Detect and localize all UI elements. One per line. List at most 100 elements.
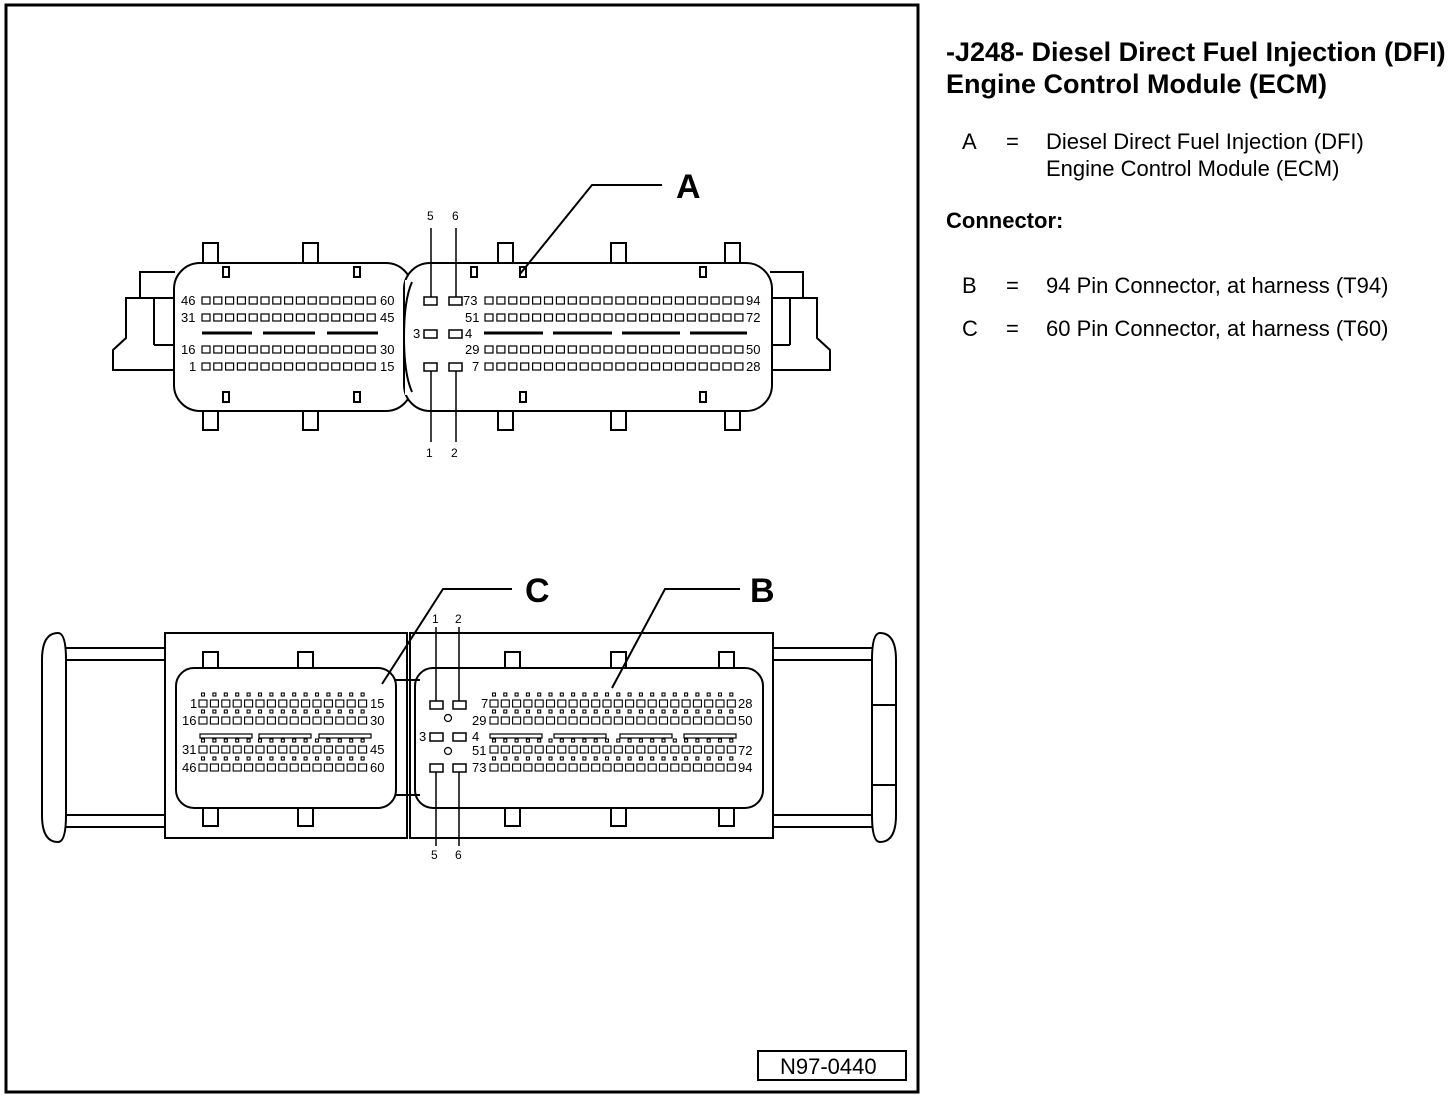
pin-cavity xyxy=(354,296,364,305)
pin-cavity xyxy=(319,362,329,371)
pin-number-label: 6 xyxy=(455,848,462,862)
pin-cavity xyxy=(692,763,702,772)
pin-latch-mark xyxy=(269,692,274,697)
pin-number-label: 50 xyxy=(738,713,752,728)
pin-cavity xyxy=(213,296,223,305)
pin-cavity xyxy=(662,296,673,305)
pin-cavity xyxy=(670,716,680,725)
legend-row-a: A = Diesel Direct Fuel Injection (DFI) E… xyxy=(962,128,1446,182)
pin-latch-mark xyxy=(235,756,240,761)
pin-cavity xyxy=(284,362,294,371)
pin-cavity xyxy=(201,296,211,305)
pin-cavity xyxy=(312,716,322,725)
pin-cavity xyxy=(686,362,696,371)
pin-latch-mark xyxy=(303,738,308,743)
pin-cavity xyxy=(670,699,680,708)
pin-latch-mark xyxy=(616,738,621,743)
pin-cavity xyxy=(323,699,333,708)
diagram-frame xyxy=(4,3,920,1094)
pin-cavity xyxy=(346,745,356,754)
pin-cavity xyxy=(681,699,691,708)
pin-latch-mark xyxy=(303,692,308,697)
pin-number-label: 3 xyxy=(413,326,420,341)
pin-latch-mark xyxy=(695,709,700,714)
pin-cavity xyxy=(647,699,657,708)
pin-cavity xyxy=(278,716,288,725)
legend-key: C xyxy=(962,316,978,341)
pin-cavity xyxy=(213,313,223,322)
pin-cavity xyxy=(591,763,601,772)
pin-latch-mark xyxy=(257,756,263,761)
pin-latch-mark xyxy=(706,738,711,743)
pin-latch-mark xyxy=(627,738,632,743)
pin-cavity xyxy=(567,362,577,371)
pin-latch-mark xyxy=(337,738,342,743)
pin-cavity xyxy=(557,745,567,754)
pin-cavity xyxy=(568,763,578,772)
pin-cavity xyxy=(278,745,288,754)
pin-cavity xyxy=(266,745,276,754)
pin-cavity xyxy=(555,313,566,322)
pin-cavity xyxy=(209,763,219,772)
pin-cavity xyxy=(557,716,567,725)
pin-cavity xyxy=(734,345,744,354)
pin-cavity xyxy=(307,362,317,371)
pin-latch-mark xyxy=(548,756,553,761)
pin-cavity xyxy=(366,313,376,322)
pin-cavity xyxy=(346,699,356,708)
pin-latch-mark xyxy=(729,756,734,761)
pin-cavity xyxy=(579,699,589,708)
harness-connector-labels: C B 1 2 5 6 1 15 16 30 31 45 46 60 7 28 … xyxy=(182,572,775,862)
pin-cavity xyxy=(545,716,556,725)
pin-number-label: 7 xyxy=(481,696,488,711)
pin-latch-mark xyxy=(525,709,530,714)
pin-cavity xyxy=(201,362,211,371)
pin-cavity xyxy=(692,716,702,725)
pin-latch-mark xyxy=(593,709,598,714)
pin-cavity xyxy=(201,345,211,354)
pin-cavity xyxy=(557,763,567,772)
pin-latch-mark xyxy=(514,738,519,743)
pin-cavity xyxy=(534,763,544,772)
pin-cavity xyxy=(591,716,601,725)
pin-latch-mark xyxy=(559,738,564,743)
pin-cavity xyxy=(715,745,725,754)
pin-number-label: 51 xyxy=(472,743,486,758)
pin-latch-mark xyxy=(314,738,320,743)
pin-latch-mark xyxy=(593,692,598,697)
pin-number-label: 60 xyxy=(380,293,394,308)
pin-cavity xyxy=(567,345,577,354)
pin-cavity xyxy=(545,745,556,754)
pin-cavity xyxy=(272,362,282,371)
pin-latch-mark xyxy=(491,709,497,714)
pin-cavity xyxy=(545,699,556,708)
pin-latch-mark xyxy=(537,756,542,761)
pin-cavity xyxy=(625,763,635,772)
pin-cavity xyxy=(603,313,613,322)
pin-latch-mark xyxy=(303,709,308,714)
pin-latch-mark xyxy=(559,692,564,697)
pin-latch-mark xyxy=(257,692,263,697)
pin-latch-mark xyxy=(326,738,331,743)
pin-cavity xyxy=(710,362,720,371)
pin-cavity xyxy=(248,313,258,322)
pin-cavity xyxy=(603,296,613,305)
pin-cavity xyxy=(198,699,208,708)
pin-cavity xyxy=(232,699,242,708)
pin-cavity xyxy=(534,699,544,708)
pin-cavity xyxy=(568,716,578,725)
pin-latch-mark xyxy=(717,738,723,743)
pin-cavity xyxy=(613,699,623,708)
pin-cavity xyxy=(496,345,506,354)
pin-cavity xyxy=(625,745,635,754)
pin-number-label: 15 xyxy=(380,359,394,374)
pin-cavity xyxy=(647,763,657,772)
pin-latch-mark xyxy=(729,692,734,697)
pin-cavity xyxy=(543,362,554,371)
pin-number-label: 2 xyxy=(451,446,458,460)
pin-cavity xyxy=(331,362,341,371)
legend-key: A xyxy=(962,129,977,154)
pin-cavity xyxy=(512,716,522,725)
pin-number-label: 16 xyxy=(181,342,195,357)
pin-cavity xyxy=(221,716,231,725)
